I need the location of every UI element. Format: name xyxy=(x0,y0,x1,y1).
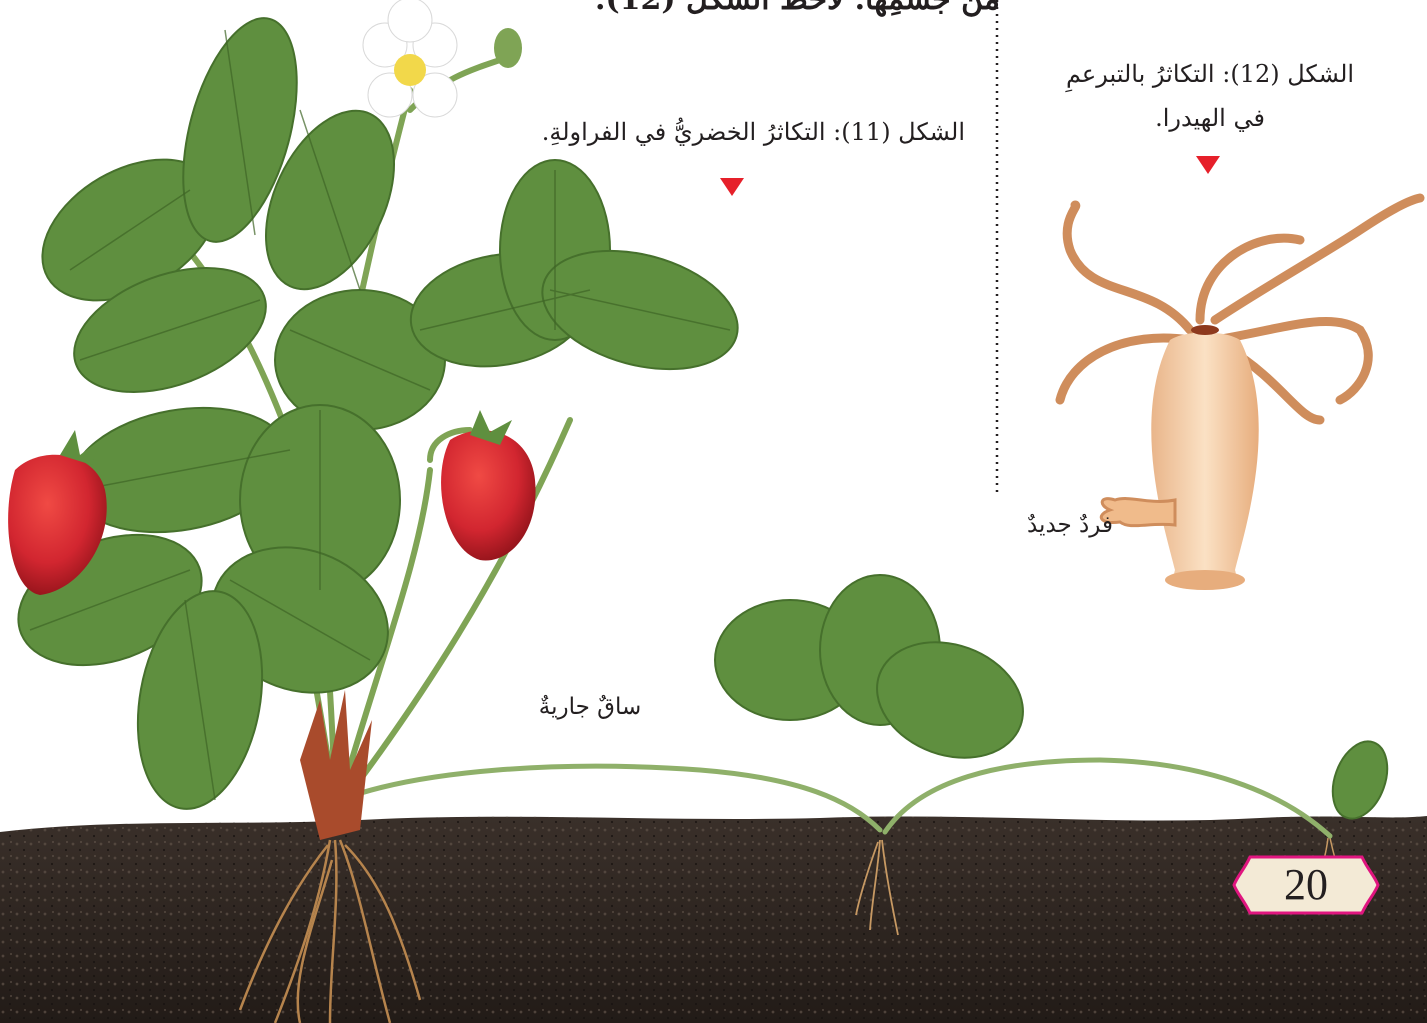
figure11-caption: الشكل (11): التكاثرُ الخضريُّ في الفراول… xyxy=(440,118,965,146)
strawberry-flower xyxy=(363,0,522,117)
page-top-text: من جسمِها. لاحظ الشكل (12). xyxy=(440,0,1000,17)
new-individual-label: فردٌ جديدٌ xyxy=(1010,512,1130,538)
page-number: 20 xyxy=(1235,853,1377,917)
runner-label: ساقٌ جاريةٌ xyxy=(520,694,660,720)
figure11-pointer xyxy=(720,178,744,196)
figure12-caption-line1: الشكل (12): التكاثرُ بالتبرعمِ xyxy=(1030,52,1390,96)
figure12-caption-line2: في الهيدرا. xyxy=(1030,96,1390,140)
figure12-caption: الشكل (12): التكاثرُ بالتبرعمِ في الهيدر… xyxy=(1030,52,1390,140)
figure12-pointer xyxy=(1196,156,1220,174)
